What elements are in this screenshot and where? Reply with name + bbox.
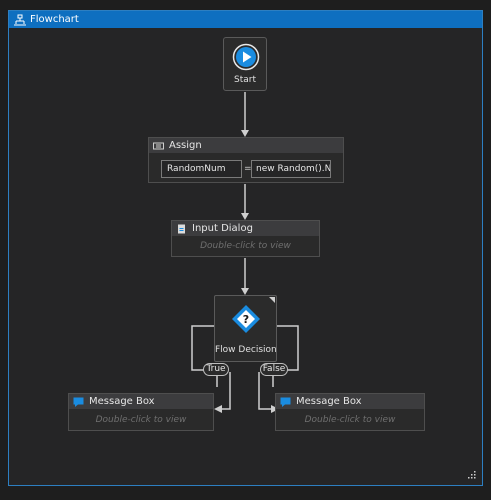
decision-icon-text: ?	[243, 313, 249, 326]
assign-value-field[interactable]: new Random().Ne	[251, 160, 331, 178]
input-dialog-activity[interactable]: Input Dialog Double-click to view	[171, 220, 320, 257]
assign-operator: =	[244, 164, 252, 174]
input-dialog-icon	[178, 224, 185, 233]
decision-corner-marker	[269, 297, 275, 303]
resize-grip-icon[interactable]	[467, 470, 476, 479]
start-label: Start	[234, 75, 256, 85]
message-box-false-header: Message Box	[276, 394, 424, 409]
start-node[interactable]: Start	[223, 37, 267, 91]
message-box-false-title: Message Box	[296, 396, 362, 407]
flow-decision-label: Flow Decision	[215, 345, 277, 355]
assign-title: Assign	[169, 140, 202, 151]
assign-activity[interactable]: Assign RandomNum = new Random().Ne	[148, 137, 344, 183]
assign-to-field[interactable]: RandomNum	[161, 160, 242, 178]
decision-true-label[interactable]: True	[203, 363, 229, 376]
assign-icon	[153, 142, 164, 149]
input-dialog-header: Input Dialog	[172, 221, 319, 236]
start-play-icon	[232, 43, 260, 71]
message-box-true-header: Message Box	[69, 394, 213, 409]
message-box-false-activity[interactable]: Message Box Double-click to view	[275, 393, 425, 431]
input-dialog-title: Input Dialog	[192, 223, 253, 234]
flowchart-titlebar[interactable]: Flowchart	[9, 11, 482, 28]
flowchart-title: Flowchart	[30, 14, 79, 25]
decision-false-label[interactable]: False	[260, 363, 288, 376]
message-box-icon	[73, 397, 84, 407]
message-box-true-hint: Double-click to view	[95, 414, 187, 425]
message-box-false-hint: Double-click to view	[304, 414, 396, 425]
decision-question-icon: ?	[232, 305, 260, 333]
message-box-true-title: Message Box	[89, 396, 155, 407]
flowchart-designer: Flowchart Start	[8, 10, 483, 486]
input-dialog-hint: Double-click to view	[200, 241, 291, 251]
assign-header: Assign	[149, 138, 343, 153]
message-box-icon	[280, 397, 291, 407]
flow-decision-node[interactable]: ? Flow Decision	[214, 295, 277, 362]
flowchart-icon	[14, 14, 26, 25]
message-box-true-activity[interactable]: Message Box Double-click to view	[68, 393, 214, 431]
